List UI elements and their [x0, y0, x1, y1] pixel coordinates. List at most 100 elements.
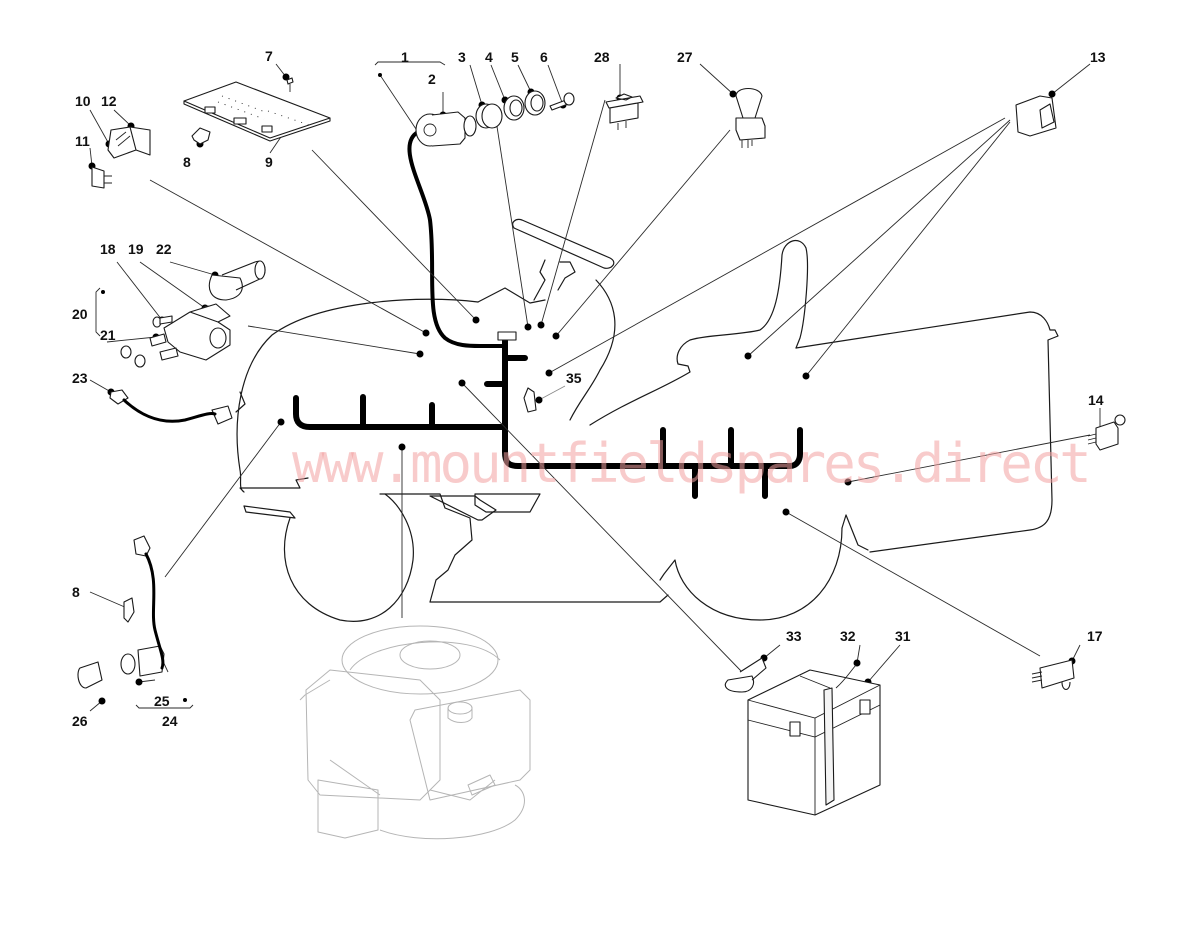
leader-line: [785, 511, 1041, 657]
callout-24: 24: [162, 713, 178, 729]
callout-35: 35: [566, 370, 582, 386]
leader-line: [139, 261, 206, 309]
leader-line: [548, 117, 1006, 374]
callout-dot: [782, 508, 790, 516]
assembly-bracket: [135, 704, 194, 709]
steering-column: [533, 259, 546, 301]
leader-line: [247, 325, 421, 355]
callout-dot: [744, 352, 752, 360]
callout-8-lower: 8: [72, 584, 80, 600]
callout-dot: [422, 329, 430, 337]
callout-10: 10: [75, 93, 91, 109]
leader-line: [379, 74, 419, 133]
assembly-marker-dot: [183, 698, 187, 702]
assembly-bracket: [95, 287, 101, 337]
leader-line: [547, 64, 564, 106]
engine-body: [299, 641, 531, 801]
leader-line: [1051, 63, 1091, 95]
leader-line: [89, 591, 128, 609]
callout-14: 14: [1088, 392, 1104, 408]
callout-23: 23: [72, 370, 88, 386]
callout-dot: [282, 73, 290, 81]
micro-switch-lower-part: [1031, 659, 1075, 691]
callout-dot: [524, 323, 532, 331]
dash-side: [569, 279, 616, 421]
callout-dot: [135, 678, 143, 686]
leader-line: [89, 379, 112, 393]
fuse-part: [91, 166, 112, 189]
bezel-part: [475, 103, 503, 129]
bonnet-outline: [236, 298, 479, 493]
callout-25: 25: [154, 693, 170, 709]
key-part: [549, 92, 575, 111]
callout-20: 20: [72, 306, 88, 322]
callout-22: 22: [156, 241, 172, 257]
callout-1: 1: [401, 49, 409, 65]
cable-clip-part: [523, 387, 537, 413]
leader-line: [555, 129, 731, 337]
callout-3: 3: [458, 49, 466, 65]
leader-line: [540, 99, 606, 326]
callout-17: 17: [1087, 628, 1103, 644]
callout-13: 13: [1090, 49, 1106, 65]
callout-5: 5: [511, 49, 519, 65]
callout-26: 26: [72, 713, 88, 729]
leader-line: [469, 64, 483, 106]
tractor-outline: [235, 218, 1059, 622]
callout-8-top: 8: [183, 154, 191, 170]
washer-part: [503, 95, 525, 121]
callout-dot: [277, 418, 285, 426]
watermark-text: www.mountfieldspares.direct: [292, 432, 1089, 495]
leader-line: [747, 119, 1011, 357]
callout-dot: [398, 443, 406, 451]
leader-line: [89, 109, 110, 145]
front-wheel: [283, 493, 414, 622]
callout-dot: [416, 350, 424, 358]
pto-switch-part: [735, 87, 766, 148]
callout-6: 6: [540, 49, 548, 65]
callout-32: 32: [840, 628, 856, 644]
bolt-part: [152, 315, 173, 328]
chassis-mid: [379, 493, 669, 603]
callout-dot: [853, 659, 861, 667]
relay-part: [107, 126, 151, 159]
leader-line: [461, 382, 743, 673]
leader-line: [517, 64, 532, 93]
leader-lines: [88, 61, 1104, 712]
leader-line: [538, 385, 566, 401]
callout-7: 7: [265, 48, 273, 64]
leader-line: [149, 179, 427, 334]
harness-connector: [497, 331, 517, 341]
assembly-bracket: [374, 61, 446, 66]
front-bumper: [243, 505, 296, 519]
parts: [77, 77, 1126, 816]
callout-33: 33: [786, 628, 802, 644]
harness-trunk: [502, 337, 803, 469]
callout-labels: 1 2 3 4 5 6 28 27 13 7 8 9 10 12 11 18 1…: [72, 48, 1106, 729]
leader-line: [116, 261, 163, 321]
assembly-marker-dot: [101, 290, 105, 294]
callout-27: 27: [677, 49, 693, 65]
callout-dot: [552, 332, 560, 340]
nut-part: [524, 90, 546, 116]
callout-dot: [98, 697, 106, 705]
cable-part: [109, 389, 233, 425]
leader-line: [164, 421, 282, 578]
engine-filler: [447, 701, 473, 723]
callout-dot: [802, 372, 810, 380]
callout-dot: [535, 396, 543, 404]
seat-outline: [589, 239, 809, 426]
clip-lower-part: [123, 597, 135, 623]
callout-2: 2: [428, 71, 436, 87]
rear-fender-edge: [841, 514, 869, 551]
engine-base: [317, 759, 525, 840]
engine-cap: [399, 640, 461, 670]
callout-dot: [844, 478, 852, 486]
light-assembly-part: [77, 535, 165, 689]
clip-part: [191, 127, 211, 145]
footplate: [474, 493, 541, 513]
steering-bracket: [557, 261, 576, 291]
circuit-board-part: [183, 81, 331, 142]
terminal-cover-lower-part: [724, 657, 767, 693]
callout-9: 9: [265, 154, 273, 170]
